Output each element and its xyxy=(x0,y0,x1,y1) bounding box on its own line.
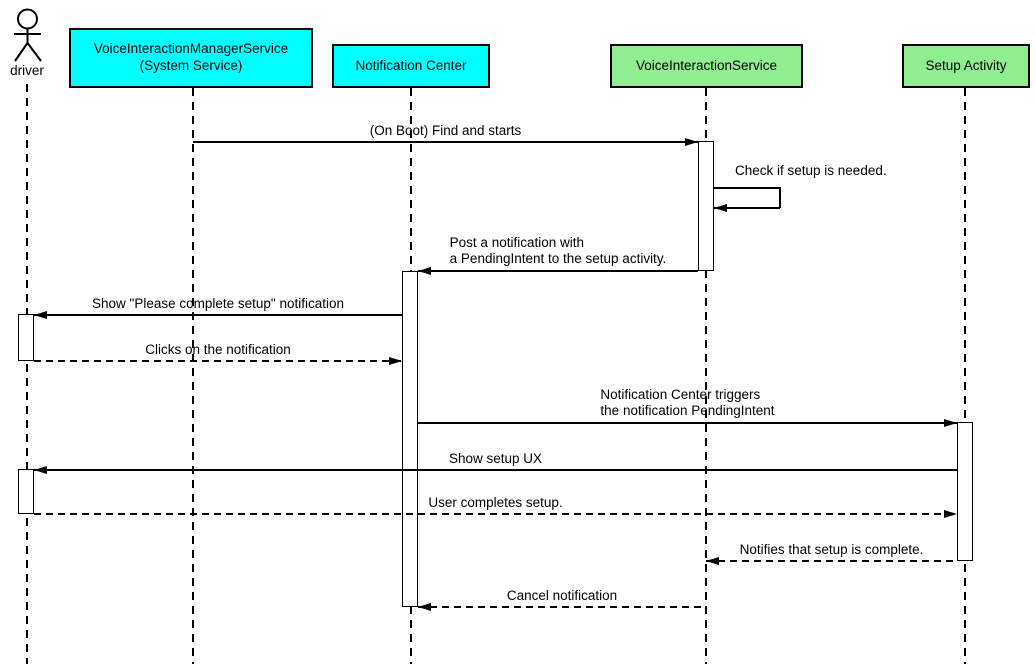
participant-vims-label-line1: VoiceInteractionManagerService xyxy=(93,41,289,57)
message-on-boot-find-and-starts: (On Boot) Find and starts xyxy=(193,123,698,146)
lifeline-vims xyxy=(192,88,194,664)
lifeline-vis xyxy=(705,88,707,664)
message-label: Notifies that setup is complete. xyxy=(739,541,924,557)
lifeline-setup-activity xyxy=(964,88,966,664)
arrowhead-icon xyxy=(389,356,402,365)
participant-setup-activity: Setup Activity xyxy=(902,44,1030,88)
participant-notification-center-label: Notification Center xyxy=(355,57,467,73)
message-label-line1: Post a notification with xyxy=(449,234,584,250)
actor-label: driver xyxy=(10,63,44,78)
message-label: User completes setup. xyxy=(428,494,563,510)
arrowhead-icon xyxy=(944,418,957,427)
activation-notification-center xyxy=(402,271,418,607)
message-label-line2: a PendingIntent to the setup activity. xyxy=(449,250,667,266)
message-label-line1: Notification Center triggers xyxy=(600,386,761,402)
message-triggers-pendingintent: Notification Center triggers the notific… xyxy=(418,387,957,427)
message-notifies-setup-complete: Notifies that setup is complete. xyxy=(706,542,957,565)
message-label: Clicks on the notification xyxy=(145,341,291,357)
lifeline-driver xyxy=(26,84,28,664)
message-label-line2: the notification PendingIntent xyxy=(600,402,775,418)
arrowhead-icon xyxy=(685,137,698,146)
message-label: Cancel notification xyxy=(506,587,618,603)
message-show-setup-notification: Show "Please complete setup" notificatio… xyxy=(34,296,402,319)
participant-vis-label: VoiceInteractionService xyxy=(635,57,778,73)
participant-notification-center: Notification Center xyxy=(332,44,490,88)
actor-icon xyxy=(14,8,42,62)
arrowhead-icon xyxy=(34,465,47,474)
message-clicks-notification: Clicks on the notification xyxy=(34,342,402,365)
activation-vis xyxy=(698,141,714,271)
message-cancel-notification: Cancel notification xyxy=(418,588,706,611)
arrowhead-icon xyxy=(714,204,727,212)
arrowhead-icon xyxy=(418,602,431,611)
message-post-notification: Post a notification with a PendingIntent… xyxy=(418,235,698,275)
arrowhead-icon xyxy=(418,266,431,275)
participant-vims-label-line2: (System Service) xyxy=(139,58,243,73)
message-label: Check if setup is needed. xyxy=(735,163,887,178)
participant-vis: VoiceInteractionService xyxy=(610,44,803,88)
activation-driver-1 xyxy=(18,314,34,361)
message-label: (On Boot) Find and starts xyxy=(369,122,522,138)
message-label: Show setup UX xyxy=(448,450,543,466)
message-label: Show "Please complete setup" notificatio… xyxy=(92,295,344,311)
message-user-completes-setup: User completes setup. xyxy=(34,495,957,518)
arrowhead-icon xyxy=(34,310,47,319)
arrowhead-icon xyxy=(706,556,719,565)
participant-vims: VoiceInteractionManagerService (System S… xyxy=(69,28,313,88)
participant-setup-activity-label: Setup Activity xyxy=(925,57,1007,73)
activation-driver-2 xyxy=(18,469,34,514)
arrowhead-icon xyxy=(944,509,957,518)
message-show-setup-ux: Show setup UX xyxy=(34,451,957,474)
activation-setup-activity xyxy=(957,422,973,561)
